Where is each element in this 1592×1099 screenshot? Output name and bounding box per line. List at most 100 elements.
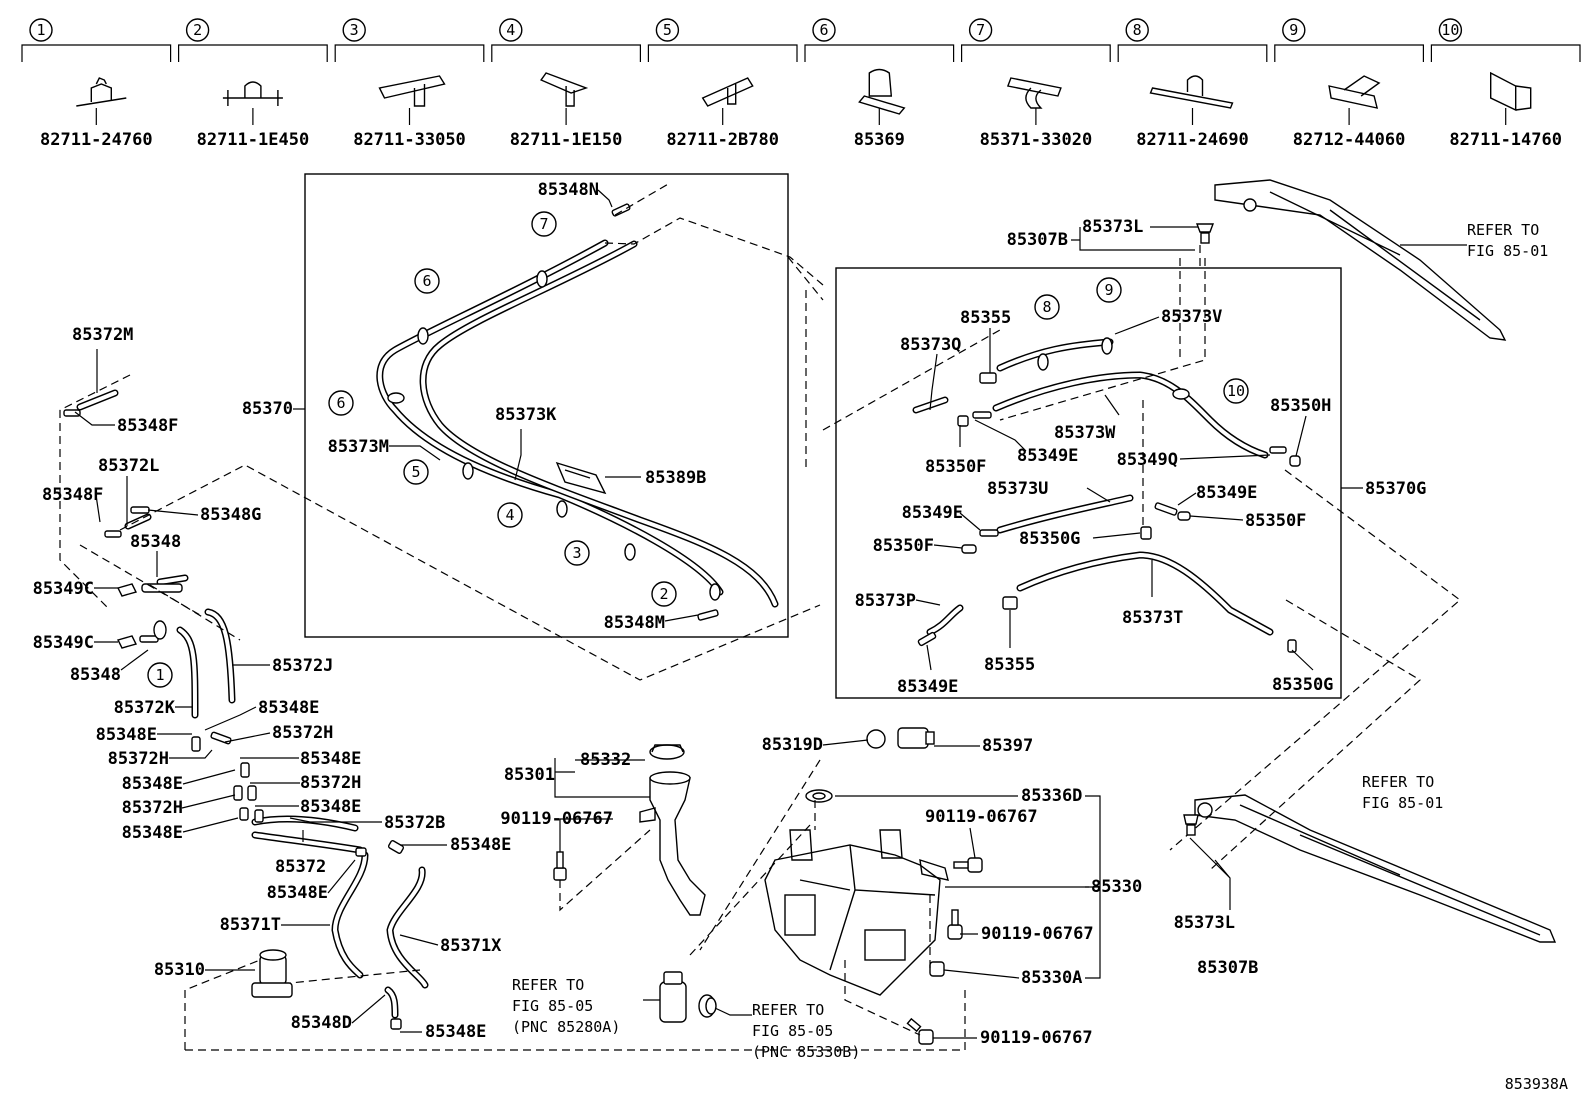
bolt-90119-b <box>953 857 983 873</box>
label-85349c_a: 85349C <box>33 579 94 599</box>
header-part-1: 1 82711-24760 <box>21 18 172 150</box>
label-85397: 85397 <box>982 736 1033 756</box>
clip-icon <box>540 72 589 107</box>
label-85372: 85372 <box>275 857 326 877</box>
label-85348d: 85348D <box>291 1013 352 1033</box>
label-85373m: 85373M <box>328 437 389 457</box>
callout-number: 2 <box>193 21 202 39</box>
header-part-5: 5 82711-2B780 <box>647 18 798 150</box>
part-number: 82711-24760 <box>40 130 153 150</box>
filler-cap-85332 <box>649 744 685 760</box>
svg-text:FIG 85-01: FIG 85-01 <box>1362 794 1443 812</box>
callout-c6a: 6 <box>414 268 440 294</box>
label-85370: 85370 <box>242 399 293 419</box>
dashed-guide <box>59 374 821 681</box>
clip-icon <box>1328 75 1381 109</box>
label-85348f_a: 85348F <box>117 416 178 436</box>
svg-text:(PNC 85280A): (PNC 85280A) <box>512 1018 620 1036</box>
part-number: 82711-33050 <box>353 130 466 150</box>
header-part-2: 2 82711-1E450 <box>178 18 328 150</box>
callout-number: 4 <box>506 21 515 39</box>
svg-text:(PNC 85330B): (PNC 85330B) <box>752 1043 860 1061</box>
clip-icon <box>1489 71 1532 112</box>
label-85310: 85310 <box>154 960 205 980</box>
label-85350h: 85350H <box>1270 396 1331 416</box>
label-85349e_c: 85349E <box>1196 483 1257 503</box>
label-85349c_b: 85349C <box>33 633 94 653</box>
callout-circle <box>1438 18 1463 42</box>
svg-text:REFER TO: REFER TO <box>512 976 584 994</box>
clip-icon <box>1006 77 1062 109</box>
dashed-guide <box>822 329 1461 871</box>
callout-number: 5 <box>663 21 672 39</box>
dashed-guide <box>604 182 824 286</box>
label-85372h_3: 85372H <box>300 773 361 793</box>
label-85373q: 85373Q <box>900 335 961 355</box>
part-number: 82711-1E450 <box>197 130 310 150</box>
svg-text:5: 5 <box>411 463 420 481</box>
part-number: 82711-2B780 <box>666 130 779 150</box>
hose-assembly-box-85370g <box>835 267 1342 699</box>
label-85373k: 85373K <box>495 405 557 425</box>
callout-c5: 5 <box>403 459 429 485</box>
callout-number: 9 <box>1289 21 1298 39</box>
label-85348e_3: 85348E <box>300 749 361 769</box>
bolt-90119-c <box>947 909 963 940</box>
label-85319d: 85319D <box>762 735 823 755</box>
label-85355_b: 85355 <box>984 655 1035 675</box>
hose-85373k <box>419 240 779 608</box>
label-85350f_b: 85350F <box>873 536 934 556</box>
label-85373u: 85373U <box>987 479 1048 499</box>
svg-text:2: 2 <box>659 585 668 603</box>
callout-circle <box>1282 18 1306 42</box>
label-85349e_a: 85349E <box>1017 446 1078 466</box>
clip-85389b <box>555 461 607 495</box>
callout-circle <box>655 18 680 42</box>
hose-assembly-box-85370 <box>304 173 789 638</box>
wiper-arm-top <box>1214 179 1507 341</box>
label-85348_b: 85348 <box>70 665 121 685</box>
label-85373v: 85373V <box>1161 307 1222 327</box>
callout-number: 1 <box>36 21 45 39</box>
label-85350f_c: 85350F <box>1245 511 1306 531</box>
label-85371x: 85371X <box>440 936 502 956</box>
label-85348e_9: 85348E <box>425 1022 486 1042</box>
label-85348e_1: 85348E <box>258 698 319 718</box>
bolt-90119-a <box>553 851 567 881</box>
grommet-85336d <box>805 789 833 803</box>
nozzle-85373l-bottom <box>1183 814 1199 836</box>
hose-85373m <box>376 239 724 596</box>
dashed-guide <box>787 256 824 470</box>
label-85348f_b: 85348F <box>42 485 103 505</box>
svg-text:3: 3 <box>572 544 581 562</box>
label-85373p: 85373P <box>855 591 916 611</box>
wiper-arm-bottom <box>1194 794 1557 943</box>
callout-circle <box>1125 18 1149 42</box>
label-85336d: 85336D <box>1021 786 1082 806</box>
label-85372l: 85372L <box>98 456 159 476</box>
hoses-right-box <box>912 338 1274 636</box>
bolt-90119-d <box>906 1017 934 1045</box>
dashed-guide <box>559 824 811 956</box>
label-85332: 85332 <box>580 750 631 770</box>
callout-c4: 4 <box>497 502 523 528</box>
label-85348e_2: 85348E <box>96 725 157 745</box>
clamps-left-box <box>387 270 721 601</box>
dashed-guide <box>699 759 931 1036</box>
dashed-guide <box>999 258 1206 421</box>
label-85348m: 85348M <box>604 613 665 633</box>
svg-text:6: 6 <box>422 272 431 290</box>
label-85355_a: 85355 <box>960 308 1011 328</box>
callout-number: 3 <box>350 21 359 39</box>
svg-text:FIG 85-05: FIG 85-05 <box>752 1022 833 1040</box>
label-85389b: 85389B <box>645 468 706 488</box>
